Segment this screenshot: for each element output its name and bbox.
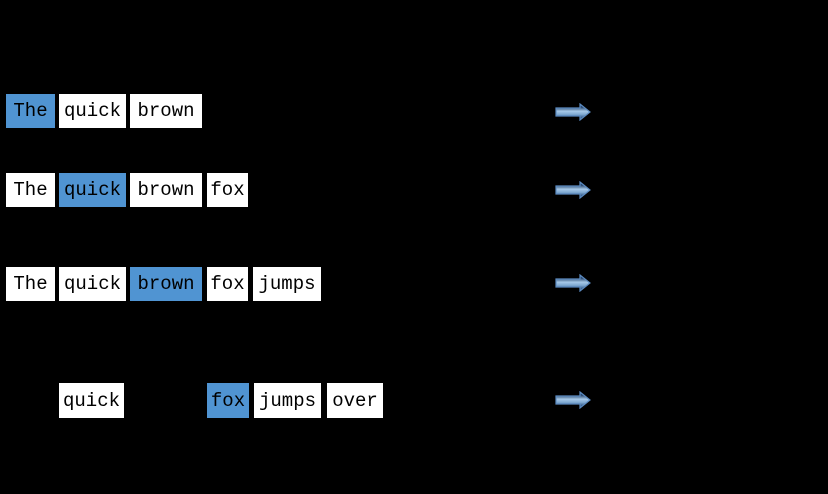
word-box: quick bbox=[57, 92, 128, 130]
word-box: quick bbox=[57, 381, 126, 420]
source-word-box: brown bbox=[128, 265, 204, 303]
word-box: fox bbox=[205, 171, 250, 209]
source-word-box: The bbox=[4, 92, 57, 130]
right-arrow-icon bbox=[555, 103, 591, 121]
source-word-box: quick bbox=[57, 171, 128, 209]
word-box: brown bbox=[128, 92, 204, 130]
word-box: brown bbox=[128, 171, 204, 209]
right-arrow-icon bbox=[555, 391, 591, 409]
word-box: The bbox=[4, 171, 57, 209]
word-box: The bbox=[4, 265, 57, 303]
right-arrow-icon bbox=[555, 181, 591, 199]
word-box: jumps bbox=[251, 265, 323, 303]
right-arrow-icon bbox=[555, 274, 591, 292]
word-box: jumps bbox=[252, 381, 323, 420]
word-box: quick bbox=[57, 265, 128, 303]
word-box: over bbox=[325, 381, 385, 420]
source-word-box: fox bbox=[205, 381, 251, 420]
word-box: fox bbox=[205, 265, 250, 303]
